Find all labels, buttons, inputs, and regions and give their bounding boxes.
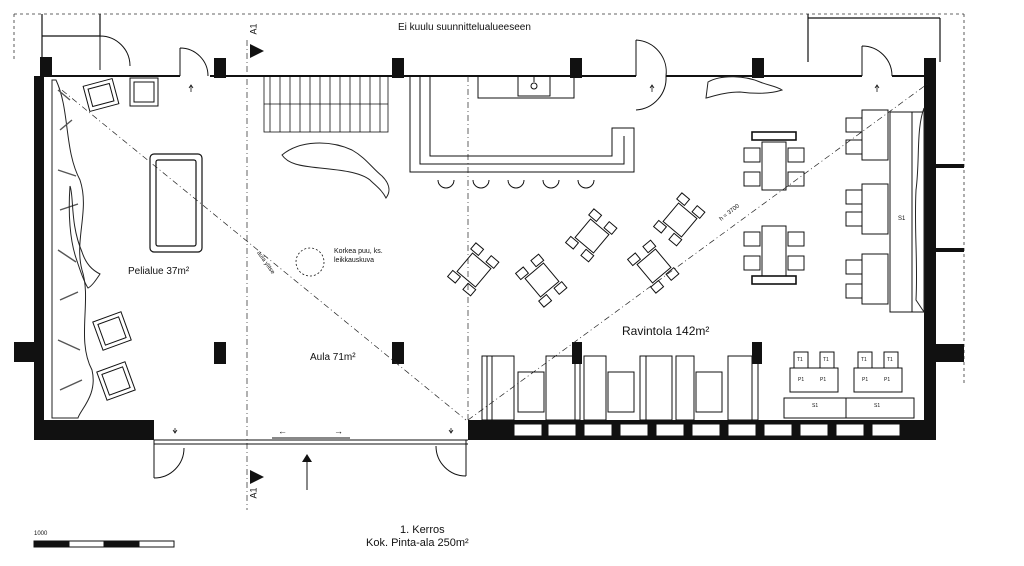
rock-wall-right	[914, 107, 925, 314]
door-arrow-left: ←	[278, 426, 287, 436]
label-p1-d: P1	[884, 377, 891, 383]
small-arrows	[172, 84, 880, 434]
label-t1-c: T1	[861, 357, 867, 363]
armchairs	[82, 77, 159, 401]
billiard-table	[149, 153, 203, 253]
staircase	[263, 75, 389, 133]
right-booths	[845, 109, 925, 313]
label-t1-b: T1	[823, 357, 829, 363]
label-t1-a: T1	[797, 357, 803, 363]
label-s1-side: S1	[898, 216, 906, 222]
entrance-arrow	[302, 454, 312, 462]
label-p1-a: P1	[798, 377, 805, 383]
kitchen-counter	[477, 75, 575, 99]
p1-t1-groups	[783, 351, 915, 419]
upper-walls	[41, 14, 941, 62]
section-markers	[250, 44, 264, 484]
scale-bar	[33, 540, 175, 548]
section-marker-top: A1	[248, 23, 259, 35]
tree-note-line2: leikkauskuva	[334, 257, 375, 264]
columns	[40, 57, 936, 364]
label-p1-c: P1	[862, 377, 869, 383]
tree-note-line1: Korkea puu, ks.	[334, 248, 383, 255]
scale-label: 1000	[34, 531, 48, 537]
room-label-lobby: Aula 71m²	[310, 352, 356, 363]
tree-circle	[295, 247, 325, 277]
window-booths	[481, 355, 759, 421]
window-mullions	[513, 423, 901, 437]
reference-lines	[51, 40, 931, 510]
top-doors	[99, 35, 893, 111]
entrance	[153, 437, 468, 490]
non-planning-area-boundary	[13, 13, 965, 385]
bar-counter	[409, 76, 635, 173]
cafe-tables	[446, 192, 706, 308]
animal-sculptures	[68, 76, 784, 289]
label-t1-d: T1	[887, 357, 893, 363]
floor-name: 1. Kerros	[400, 524, 445, 536]
room-label-restaurant: Ravintola 142m²	[622, 324, 710, 338]
long-tables	[743, 131, 805, 285]
label-s1-b: S1	[874, 403, 881, 409]
total-area: Kok. Pinta-ala 250m²	[366, 537, 469, 549]
bar-stools	[437, 179, 595, 189]
non-planning-area-label: Ei kuulu suunnittelualueeseen	[398, 22, 531, 33]
room-label-game-area: Pelialue 37m²	[128, 266, 190, 277]
rock-wall-left	[51, 79, 94, 419]
label-s1-a: S1	[812, 403, 819, 409]
section-marker-bottom: A1	[248, 487, 259, 499]
label-p1-b: P1	[820, 377, 827, 383]
door-arrow-right: →	[334, 426, 343, 436]
